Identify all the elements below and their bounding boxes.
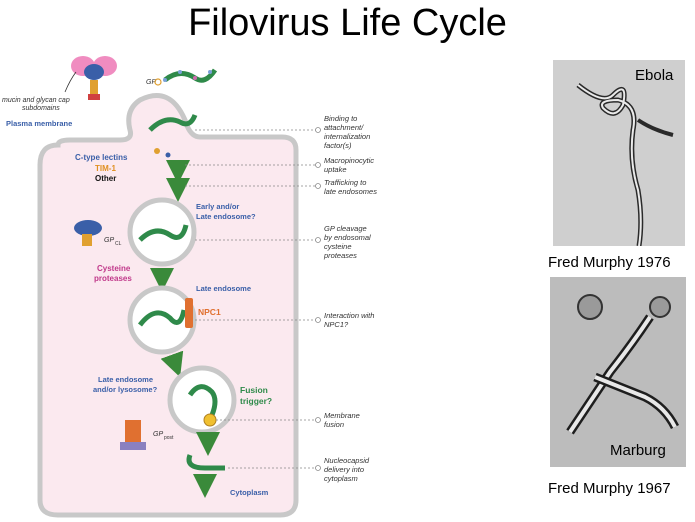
step-cleavage-2: by endosomal bbox=[324, 233, 371, 242]
fusion-label-1: Fusion bbox=[240, 385, 268, 395]
c-type-lectins-label: C-type lectins bbox=[75, 153, 128, 162]
late-endosome bbox=[127, 285, 197, 355]
step-traffic-1: Trafficking to bbox=[324, 178, 366, 187]
step-cleavage-1: GP cleavage bbox=[324, 224, 367, 233]
gp-cl-sub: CL bbox=[115, 241, 122, 247]
other-label: Other bbox=[95, 174, 116, 183]
fusion-label-2: trigger? bbox=[240, 396, 272, 406]
step-binding-3: internalization bbox=[324, 132, 370, 141]
step-nucleo-3: cytoplasm bbox=[324, 474, 358, 483]
gp-trimer-icon bbox=[71, 56, 117, 100]
early-endosome-label-2: Late endosome? bbox=[196, 212, 256, 221]
step-cleavage-4: proteases bbox=[323, 251, 357, 260]
marburg-micrograph: Marburg bbox=[550, 277, 686, 467]
mucin-label: mucin and glycan cap bbox=[2, 97, 70, 104]
step-npc-1: Interaction with bbox=[324, 311, 374, 320]
filovirus-life-cycle-diagram: GP mucin and glycan cap subdomains Plasm… bbox=[2, 56, 377, 518]
lysosome-label-1: Late endosome bbox=[98, 375, 153, 384]
step-nucleo-1: Nucleocapsid bbox=[324, 456, 370, 465]
cytoplasm-label: Cytoplasm bbox=[230, 488, 269, 497]
step-membrane-2: fusion bbox=[324, 420, 344, 429]
cysteine-label-1: Cysteine bbox=[97, 264, 131, 273]
early-endosome-label-1: Early and/or bbox=[196, 202, 239, 211]
cysteine-label-2: proteases bbox=[94, 274, 132, 283]
nucleocapsid bbox=[186, 454, 225, 471]
late-endosome-label: Late endosome bbox=[196, 284, 251, 293]
slide-title: Filovirus Life Cycle bbox=[188, 2, 507, 44]
step-membrane-1: Membrane bbox=[324, 411, 360, 420]
npc1-label: NPC1 bbox=[198, 307, 221, 317]
ebola-caption: Fred Murphy 1976 bbox=[548, 254, 671, 271]
step-binding-4: factor(s) bbox=[324, 141, 352, 150]
step-macro-1: Macropinocytic bbox=[324, 156, 374, 165]
lysosome-label-2: and/or lysosome? bbox=[93, 385, 158, 394]
step-cleavage-3: cysteine bbox=[324, 242, 352, 251]
ebola-micrograph: Ebola bbox=[553, 60, 685, 246]
cathepsin-icon bbox=[74, 220, 102, 246]
subdomains-label: subdomains bbox=[22, 105, 60, 112]
step-binding-1: Binding to bbox=[324, 114, 357, 123]
step-npc-2: NPC1? bbox=[324, 320, 349, 329]
step-nucleo-2: delivery into bbox=[324, 465, 364, 474]
gp-post-fusion-icon bbox=[120, 420, 146, 450]
gp-cl-label: GP bbox=[104, 237, 114, 244]
step-binding-2: attachment/ bbox=[324, 123, 364, 132]
extracellular-virus bbox=[163, 68, 218, 83]
marburg-caption: Fred Murphy 1967 bbox=[548, 480, 671, 497]
step-traffic-2: late endosomes bbox=[324, 187, 377, 196]
lysosome bbox=[167, 365, 237, 435]
marburg-label: Marburg bbox=[610, 442, 666, 459]
tim1-label: TIM-1 bbox=[95, 164, 116, 173]
step-macro-2: uptake bbox=[324, 165, 347, 174]
plasma-membrane-label: Plasma membrane bbox=[6, 119, 72, 128]
gp-post-sub: post bbox=[164, 435, 174, 441]
ebola-label: Ebola bbox=[635, 67, 674, 84]
gp-post-label: GP bbox=[153, 431, 163, 438]
gp-label: GP bbox=[146, 79, 156, 86]
